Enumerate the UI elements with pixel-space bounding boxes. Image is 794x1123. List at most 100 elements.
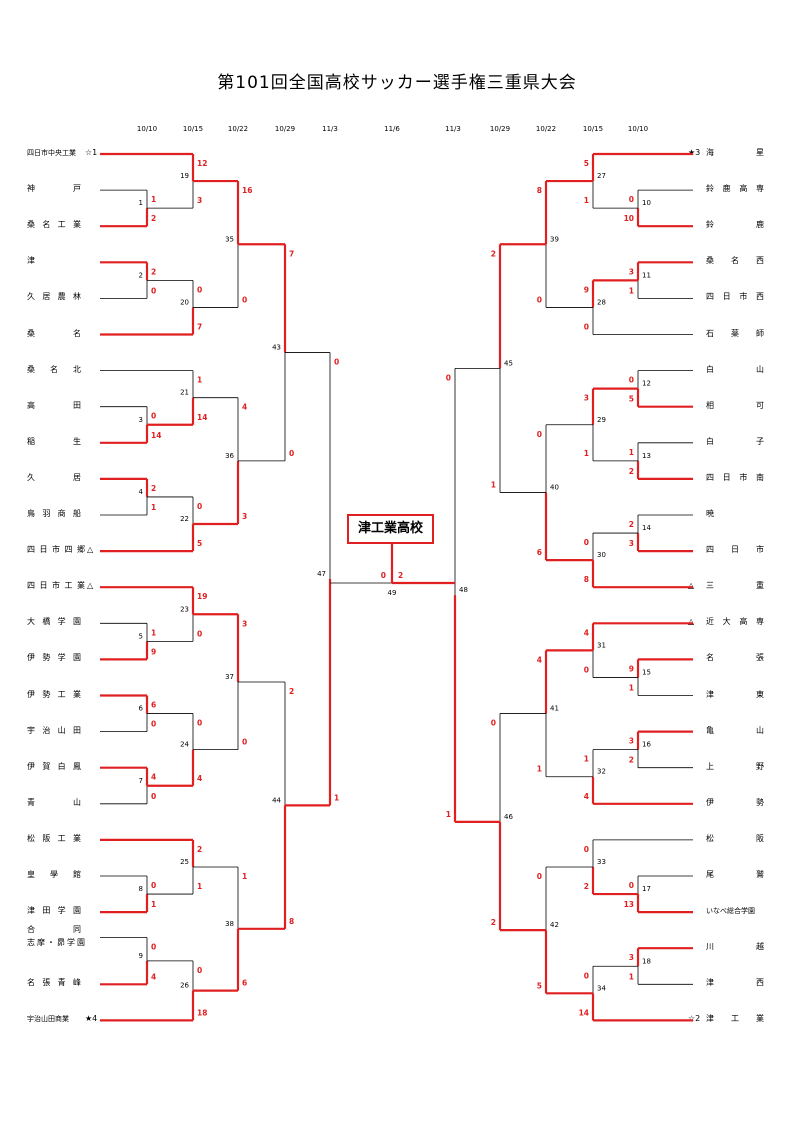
score-bottom: 6 [242,979,247,988]
score-top: 0 [584,538,589,547]
team-name-right: 川越 [706,942,764,952]
match-number: 40 [550,483,559,491]
seed-mark: ☆1 [85,148,98,157]
match-number: 8 [139,885,143,893]
team-name-left: 宇治山田商業 [27,1015,69,1024]
score-bottom: 13 [624,900,634,909]
score-top: 2 [151,267,156,276]
round-date: 10/10 [136,125,158,133]
match-number: 27 [597,172,606,180]
score-top: 0 [446,373,451,382]
match-number: 29 [597,416,606,424]
score-bottom: 1 [334,793,339,802]
seed-mark: ☆2 [688,1014,701,1024]
score-top: 4 [151,773,156,782]
score-top: 0 [629,881,634,890]
team-name-right: 暁 [706,509,714,518]
score-bottom: 0 [151,792,156,801]
match-number: 2 [139,271,143,279]
team-name-left: 伊賀白鳳 [27,761,81,771]
score-top: 4 [537,655,542,664]
match-number: 21 [180,389,189,397]
score-top: 3 [629,953,634,962]
score-bottom: 14 [579,1008,589,1017]
score-top: 0 [151,881,156,890]
team-name-right: 白子 [706,436,764,446]
score-top: 4 [242,403,247,412]
match-number: 24 [180,741,189,749]
team-name-left: 津 [27,256,35,266]
score-top: 0 [584,845,589,854]
match-number: 12 [642,380,651,388]
match-number: 38 [225,920,234,928]
team-name-left: 神戸 [27,184,81,194]
score-top: 0 [197,966,202,975]
round-date: 10/22 [227,125,249,133]
match-number: 1 [139,199,143,207]
team-name-left: 桑名北 [27,364,81,374]
score-top: 16 [242,186,252,195]
match-number: 19 [180,172,189,180]
score-top: 1 [151,195,156,204]
score-bottom: 0 [537,295,542,304]
score-top: 0 [151,943,156,952]
match-number: 22 [180,515,189,523]
score-bottom: 0 [289,449,294,458]
team-name-left: 四日市中央工業 [27,149,76,157]
seed-mark: △ [87,581,94,591]
score-bottom: 3 [629,539,634,548]
seed-mark: △ [87,545,94,555]
team-name-right: 津東 [706,689,764,699]
match-number: 45 [504,359,513,367]
score-bottom: 1 [151,900,156,909]
score-top: 0 [629,195,634,204]
score-bottom: 1 [584,449,589,458]
team-name-left: 伊勢工業 [27,689,81,699]
team-name-right: 津西 [706,978,764,988]
score-bottom: 1 [629,684,634,693]
seed-mark: △ [688,617,695,627]
team-name-left: 桑名 [27,328,81,338]
page-title: 第101回全国高校サッカー選手権三重県大会 [217,73,577,93]
team-name-right: 津工業 [706,1014,764,1024]
team-name-right: 松阪 [706,833,764,843]
team-name-left: 鳥羽商船 [27,509,81,518]
match-number: 6 [139,705,144,713]
score-top: 0 [334,358,339,367]
team-name-right: 亀山 [706,725,764,735]
round-date: 10/29 [274,125,296,133]
score-top: 2 [151,484,156,493]
score-bottom: 1 [629,972,634,981]
team-name-left: 大橋学園 [27,617,81,627]
score-top: 3 [584,394,589,403]
score-bottom: 0 [584,665,589,674]
score-bottom: 0 [242,738,247,747]
team-name-left: 久居農林 [27,292,81,302]
match-number: 26 [180,982,189,990]
score-top: 19 [197,592,207,601]
seed-mark: ★3 [688,148,701,157]
score-bottom: 2 [491,918,496,927]
team-name-right: 石薬師 [706,328,764,338]
score-top: 0 [584,971,589,980]
match-number: 49 [388,589,397,597]
team-name-right: 四日市南 [706,472,764,482]
score-bottom: 2 [629,756,634,765]
team-name-left: 合同 [27,925,81,934]
team-name-right: 伊勢 [706,797,764,807]
team-name-left: 高田 [27,400,81,410]
score-bottom: 1 [446,810,451,819]
match-number: 43 [272,344,281,352]
score-final-right: 2 [398,571,403,580]
score-bottom: 3 [242,512,247,521]
team-name-right: 相可 [706,400,764,410]
match-number: 46 [504,813,513,821]
team-name-left: 四日市工業 [27,581,85,591]
score-top: 1 [242,872,247,881]
team-name-right: いなべ総合学園 [706,907,755,916]
team-name-right: 鈴鹿高専 [706,184,764,194]
score-bottom: 6 [537,548,542,557]
score-top: 12 [197,159,207,168]
match-number: 4 [139,488,144,496]
round-date: 10/29 [489,125,511,133]
